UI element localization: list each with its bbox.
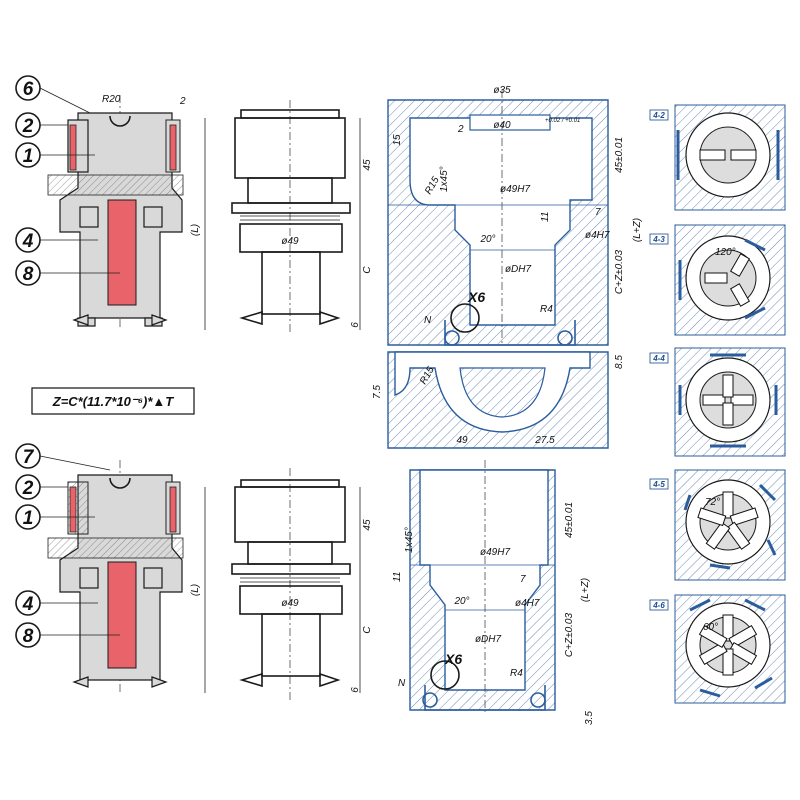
dim-6-top: 6 [350, 322, 361, 328]
dim-45tol-top: 45±0.01 [614, 137, 625, 173]
side-view-top: (L) ø49 45 C 6 [190, 100, 373, 335]
dim-d40: ø40 [493, 120, 511, 131]
callout-8: 8 [23, 264, 34, 285]
dim-n-bottom: N [398, 678, 406, 689]
view-label-4-6: 4-6 [652, 601, 665, 610]
dim-r4-bottom: R4 [510, 668, 523, 679]
thermal-formula: Z=C*(11.7*10⁻⁶)*▲T [52, 394, 175, 409]
dim-20deg-top: 20° [479, 234, 495, 245]
detail-view-4-3: 120° 4-3 [649, 224, 786, 336]
detail-view-4-4: 4-4 [649, 347, 786, 457]
dim-49-mid: 49 [456, 435, 468, 446]
dim-l-bottom: (L) [190, 584, 201, 596]
view-label-4-4: 4-4 [652, 354, 665, 363]
angle-72: 72° [705, 497, 720, 508]
dim-chamfer-top: 1x45° [439, 166, 450, 192]
dim-cz-top: C+Z±0.03 [614, 250, 625, 295]
dim-r20: R20 [102, 94, 121, 105]
assembly-top-left [47, 95, 184, 330]
callouts-top: 6 2 1 4 8 R20 2 [15, 75, 186, 286]
dim-d40-tol: +0.02 / +0.01 [545, 118, 580, 124]
dim-6-bottom: 6 [350, 687, 361, 693]
dim-n-top: N [424, 315, 432, 326]
callout-1: 1 [23, 146, 34, 167]
callouts-bottom: 7 2 1 4 8 [15, 443, 120, 648]
view-label-4-5: 4-5 [652, 480, 665, 489]
view-label-4-3: 4-3 [652, 235, 665, 244]
dim-r4-top: R4 [540, 304, 553, 315]
view-label-4-2: 4-2 [652, 111, 665, 120]
dim-45tol-bottom: 45±0.01 [564, 502, 575, 538]
callout-4b: 4 [22, 594, 34, 615]
assembly-bottom-left [47, 460, 184, 695]
dim-7-bottom: 7 [520, 574, 526, 585]
dim-x6-top: X6 [467, 289, 485, 305]
side-view-bottom: (L) ø49 45 C 6 [190, 468, 373, 700]
dim-d49h7-bottom: ø49H7 [480, 547, 510, 558]
dim-35: 3.5 [584, 711, 595, 725]
dim-75: 7.5 [372, 385, 383, 399]
angle-120: 120° [715, 247, 736, 258]
dim-2-section: 2 [457, 124, 464, 135]
section-view-bottom: 1x45° ø49H7 11 7 ø4H7 20° øDH7 X6 R4 N 4… [392, 460, 595, 725]
callout-8b: 8 [23, 626, 34, 647]
detail-view-4-5: 72° 4-5 [649, 469, 786, 581]
dim-x6-bottom: X6 [444, 651, 462, 667]
dim-c-top: C [362, 266, 373, 274]
dim-cz-bottom: C+Z±0.03 [564, 613, 575, 658]
dim-11-bottom: 11 [392, 572, 403, 582]
dim-11-top: 11 [540, 212, 551, 222]
dim-275: 27.5 [534, 435, 555, 446]
detail-view-4-6: 60° 4-6 [649, 594, 786, 704]
callout-6: 6 [23, 79, 34, 100]
dim-chamfer-bottom: 1x45° [404, 527, 415, 553]
dim-ddh7-top: øDH7 [505, 264, 532, 275]
dim-45-bottom: 45 [362, 519, 373, 531]
dim-c-bottom: C [362, 626, 373, 634]
dim-20deg-bottom: 20° [453, 596, 469, 607]
callout-2: 2 [22, 116, 34, 137]
formula-box: Z=C*(11.7*10⁻⁶)*▲T [31, 387, 195, 415]
dim-d4h7-bottom: ø4H7 [515, 598, 540, 609]
dim-l-top: (L) [190, 224, 201, 236]
dim-15: 15 [392, 134, 403, 146]
dim-85: 8.5 [614, 355, 625, 369]
dim-45-top: 45 [362, 159, 373, 171]
detail-views: 4-2 120° 4-3 [649, 104, 786, 704]
dim-2-top: 2 [179, 96, 186, 107]
dim-d35: ø35 [493, 85, 511, 96]
dim-d49-bottom: ø49 [281, 598, 299, 609]
section-view-middle: 7.5 R15 49 27.5 [372, 351, 609, 449]
dim-d49-top: ø49 [281, 236, 299, 247]
callout-4: 4 [22, 231, 34, 252]
dim-lz-bottom: (L+Z) [580, 578, 591, 602]
callout-2b: 2 [22, 478, 34, 499]
dim-ddh7-bottom: øDH7 [475, 634, 502, 645]
detail-view-4-2: 4-2 [649, 104, 786, 211]
dim-7-top: 7 [595, 207, 601, 218]
dim-d49h7-top: ø49H7 [500, 184, 530, 195]
dim-d4h7-top: ø4H7 [585, 230, 610, 241]
callout-7: 7 [23, 447, 35, 468]
callout-1b: 1 [23, 508, 34, 529]
angle-60: 60° [703, 622, 718, 633]
section-view-top: ø35 ø40 +0.02 / +0.01 15 2 R15 1x45° ø49… [387, 85, 643, 369]
dim-lz-top: (L+Z) [632, 218, 643, 242]
